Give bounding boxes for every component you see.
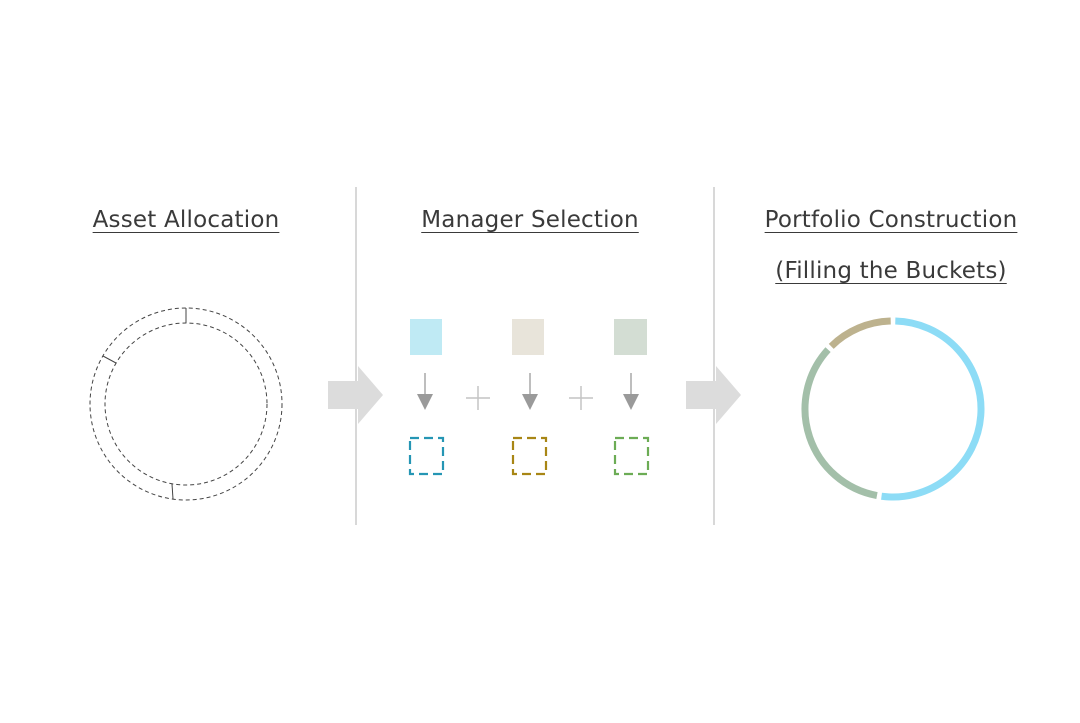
- plus-icon-2: [569, 386, 593, 410]
- down-arrow-3-head: [623, 394, 639, 410]
- down-arrow-2-head: [522, 394, 538, 410]
- empty-ring-dividers: [102, 308, 187, 500]
- big-arrow-right-1: [328, 366, 383, 424]
- bucket-beige: [511, 436, 548, 476]
- manager-square-beige: [512, 319, 544, 355]
- down-arrow-1-head: [417, 394, 433, 410]
- filling-the-buckets-subheading: (Filling the Buckets): [775, 258, 1007, 284]
- empty-allocation-ring: [89, 307, 283, 501]
- down-arrow-3: [623, 373, 639, 410]
- big-arrow-right-2: [686, 366, 741, 424]
- portfolio-ring-segment-3: [828, 317, 891, 349]
- bucket-blue: [408, 436, 445, 476]
- portfolio-construction-heading: Portfolio Construction: [764, 207, 1018, 233]
- down-arrow-2: [522, 373, 538, 410]
- manager-square-blue: [410, 319, 442, 355]
- empty-ring-outer: [89, 307, 283, 501]
- manager-square-green: [614, 319, 647, 355]
- asset-allocation-heading: Asset Allocation: [92, 207, 280, 233]
- portfolio-ring-segment-2: [801, 347, 878, 499]
- manager-selection-heading: Manager Selection: [421, 207, 639, 233]
- bucket-green: [613, 436, 650, 476]
- empty-ring-inner: [104, 322, 268, 486]
- ring-divider-bottom: [171, 483, 174, 500]
- plus-icon-1: [466, 386, 490, 410]
- down-arrow-1: [417, 373, 433, 410]
- ring-divider-left: [102, 355, 117, 364]
- portfolio-ring: [801, 317, 985, 501]
- portfolio-ring-segment-1: [881, 317, 985, 501]
